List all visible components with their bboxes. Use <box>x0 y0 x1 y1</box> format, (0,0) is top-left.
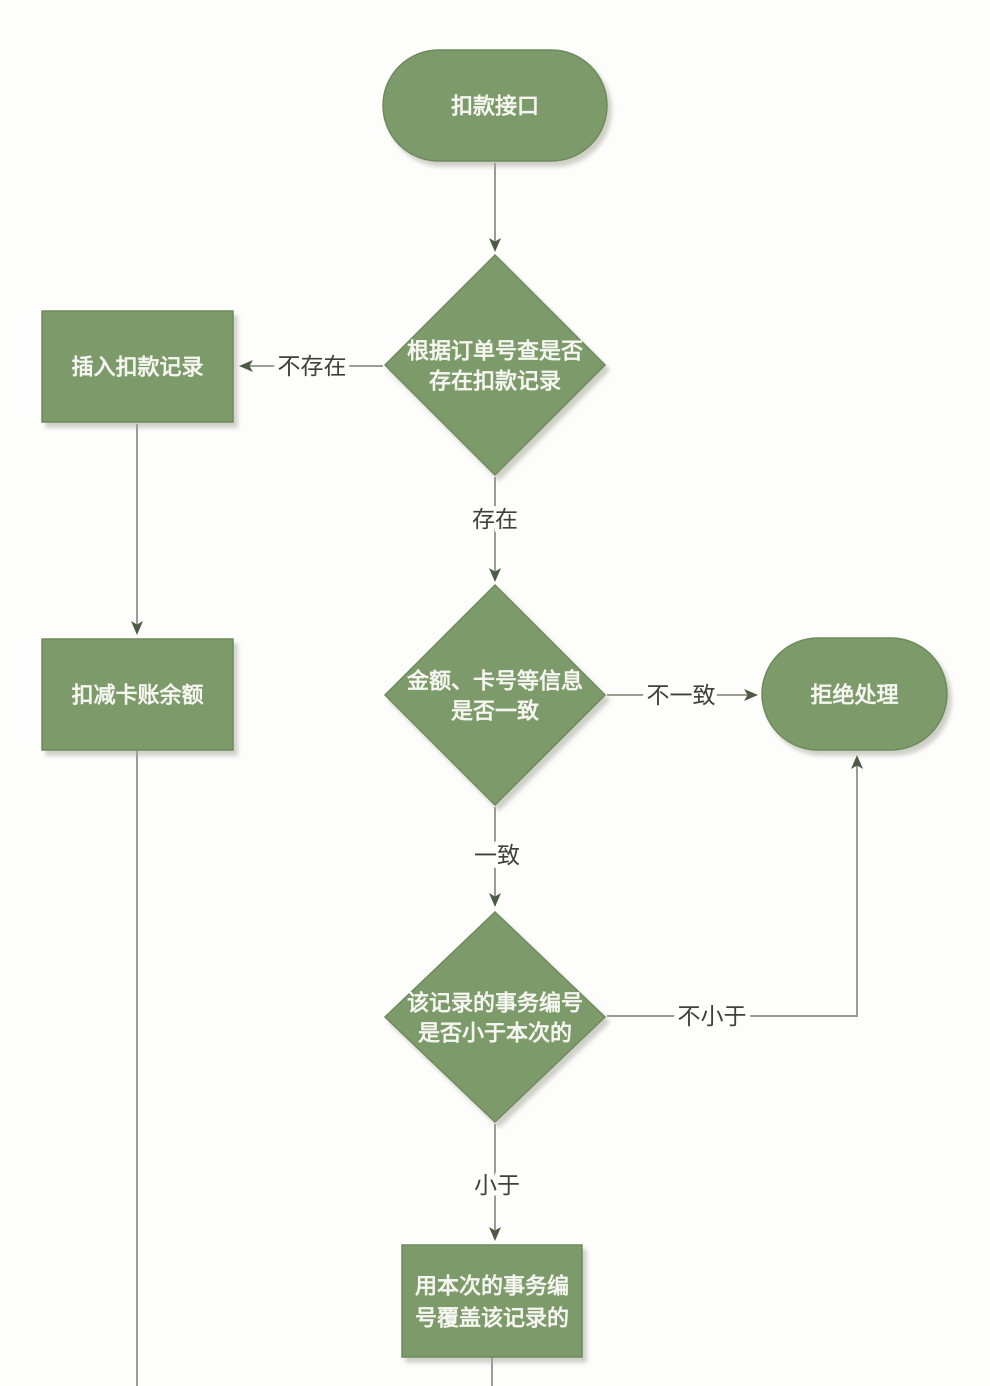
node-check-record-label-line1: 根据订单号查是否 <box>407 339 583 364</box>
node-check-info-decision <box>383 583 607 807</box>
node-check-info-label-line2: 是否一致 <box>451 699 540 724</box>
edge-label-mismatch: 不一致 <box>647 682 716 708</box>
node-reject-terminator <box>761 637 948 751</box>
edge-check-txn-to-reject <box>607 755 863 1017</box>
edge-label-not-exist: 不存在 <box>278 353 347 379</box>
node-check-txn-label-line1: 该记录的事务编号 <box>407 991 583 1016</box>
node-overwrite-process <box>401 1244 583 1358</box>
node-insert-record-label: 插入扣款记录 <box>71 355 203 380</box>
node-start-label: 扣款接口 <box>451 94 539 119</box>
node-overwrite-label-line1: 用本次的事务编 <box>415 1274 569 1299</box>
edge-label-not-less: 不小于 <box>678 1003 747 1029</box>
node-overwrite-label-line2: 号覆盖该记录的 <box>415 1306 569 1331</box>
node-check-info-label-line1: 金额、卡号等信息 <box>406 669 583 694</box>
edge-label-exist: 存在 <box>472 506 518 532</box>
node-check-record-label-line2: 存在扣款记录 <box>429 369 561 394</box>
node-check-record-decision <box>383 253 607 477</box>
edge-label-less: 小于 <box>474 1172 520 1198</box>
node-check-txn-label-line2: 是否小于本次的 <box>418 1021 572 1046</box>
node-deduct-balance-label: 扣减卡账余额 <box>71 683 203 708</box>
node-insert-record-process <box>41 310 234 423</box>
node-start-terminator <box>382 49 608 162</box>
node-check-txn-decision <box>383 910 607 1124</box>
node-deduct-balance-process <box>41 638 234 751</box>
node-reject-label: 拒绝处理 <box>810 683 898 708</box>
edge-label-match: 一致 <box>474 842 520 868</box>
